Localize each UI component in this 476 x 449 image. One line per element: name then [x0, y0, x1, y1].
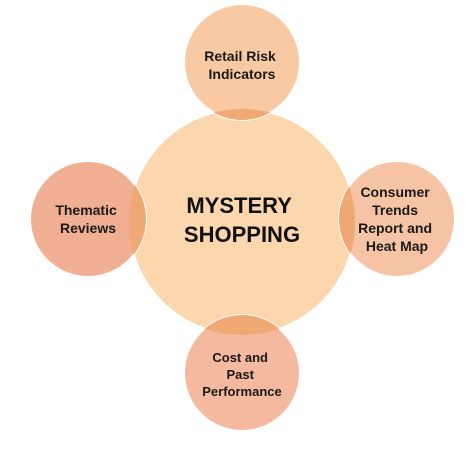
node-label-left: Thematic Reviews: [55, 202, 120, 236]
node-circle-consumer-trends: [338, 160, 456, 278]
node-label-left-line1: Thematic: [55, 202, 117, 218]
node-label-left-line2: Reviews: [60, 220, 116, 236]
node-label-right-line1: Consumer: [360, 184, 430, 200]
node-label-bottom: Cost and Past Performance: [202, 350, 281, 399]
center-label-line1: MYSTERY: [186, 193, 292, 218]
node-label-top-line1: Retail Risk: [204, 48, 276, 64]
node-label-right-line2: Trends: [372, 202, 418, 218]
node-label-right-line3: Report and: [358, 220, 432, 236]
node-label-bottom-line1: Cost and: [212, 350, 268, 365]
node-label-top-line2: Indicators: [209, 66, 276, 82]
center-label: MYSTERY SHOPPING: [184, 193, 300, 247]
center-label-line2: SHOPPING: [184, 222, 300, 247]
node-label-bottom-line2: Past: [226, 367, 254, 382]
node-label-right-line4: Heat Map: [366, 238, 428, 254]
node-circle-thematic-reviews: [29, 160, 147, 278]
node-label-right: Consumer Trends Report and Heat Map: [358, 184, 436, 254]
node-label-bottom-line3: Performance: [202, 384, 281, 399]
node-label-top: Retail Risk Indicators: [204, 48, 279, 82]
